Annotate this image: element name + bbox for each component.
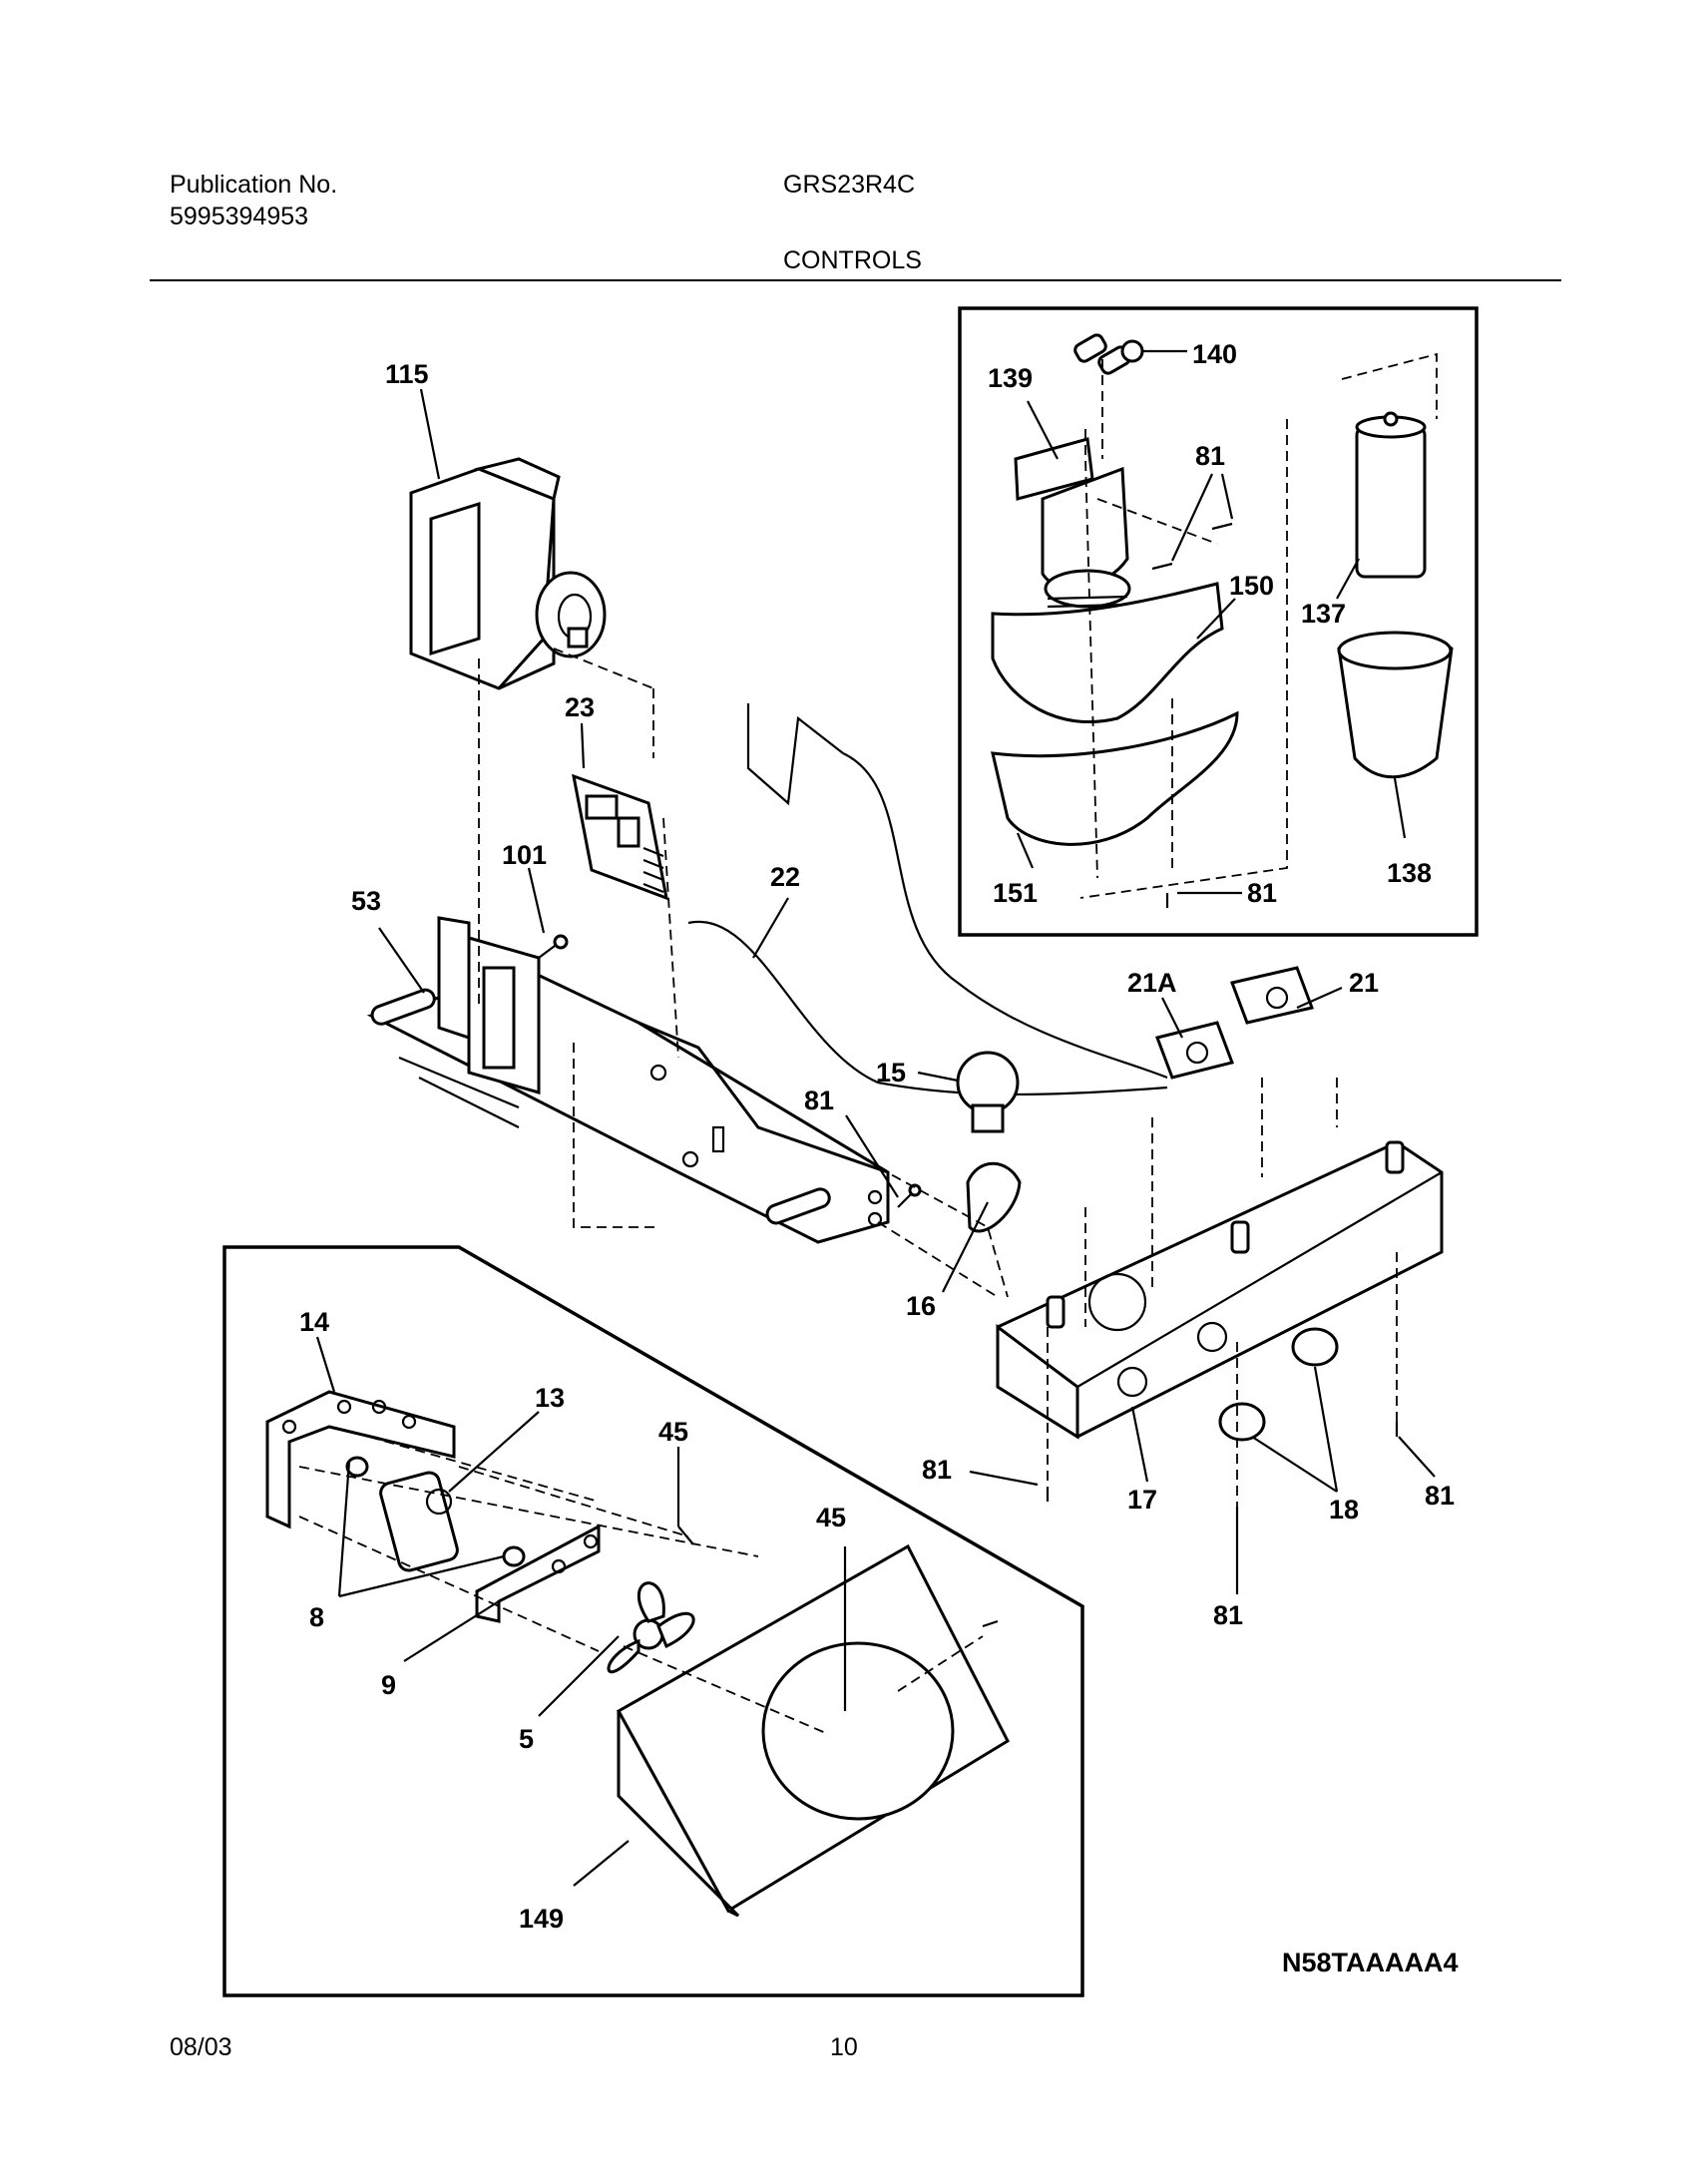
callout-115: 115 [385,359,429,389]
callout-137: 137 [1301,599,1346,629]
callout-5: 5 [519,1724,534,1754]
callout-138: 138 [1387,858,1432,888]
part-16-socket [966,1161,1022,1233]
part-138-filter-bowl [1337,631,1454,779]
section-title: CONTROLS [783,246,922,274]
part-115-housing [409,457,607,690]
part-18-knobs [1218,1327,1339,1442]
part-150-cover-upper [991,582,1224,724]
callout-14: 14 [299,1307,329,1337]
callout-8: 8 [309,1602,324,1632]
callout-81-housing: 81 [804,1086,834,1115]
diagram-code: N58TAAAAA4 [1282,1948,1459,1977]
part-151-cover-lower [991,710,1239,846]
part-53-control-housing [366,916,890,1244]
page-number: 10 [830,2033,858,2061]
part-13-fan-motor [379,1471,459,1572]
part-5-fan-blade [607,1581,695,1674]
part-139-filter-head [1014,437,1131,609]
assembly-dashed-lines [298,352,1438,1735]
part-137-filter-cartridge [1355,411,1427,579]
part-8-grommets [345,1456,526,1567]
callout-150: 150 [1229,571,1274,601]
callout-149: 149 [519,1904,564,1934]
callout-16: 16 [906,1291,936,1321]
callout-81-inset-top: 81 [1195,441,1225,471]
part-140-elbow-fitting [1073,333,1144,375]
callout-labels: 115 23 101 53 22 139 140 81 150 137 138 … [299,339,1455,1934]
part-149-fan-shroud [616,1543,1010,1918]
callout-13: 13 [535,1383,565,1413]
part-23-control-board [572,773,668,901]
part-14-bracket [265,1390,456,1529]
inset-screws [1151,522,1233,908]
callout-45-motor: 45 [658,1417,688,1447]
callout-101: 101 [502,840,547,870]
part-21-switch [1229,966,1315,1025]
filter-inset-frame [958,306,1479,937]
callout-15: 15 [876,1058,906,1088]
callout-22: 22 [770,862,800,892]
callout-139: 139 [988,363,1033,393]
part-101-screw [538,934,569,959]
callout-151: 151 [993,878,1038,908]
callout-9: 9 [381,1670,396,1700]
part-22-capillary [687,703,1168,1096]
callout-45-shroud: 45 [816,1503,846,1532]
fan-inset-frame [222,1245,1084,1997]
callout-81-panel-bottom: 81 [1213,1600,1243,1630]
callout-81-panel-right: 81 [1425,1481,1455,1511]
part-9-motor-bracket [475,1524,601,1623]
footer-date: 08/03 [170,2033,232,2061]
part-15-bulb [956,1051,1020,1133]
publication-label: Publication No. [170,171,338,199]
part-17-control-panel [996,1140,1444,1440]
callout-21a: 21A [1127,968,1177,998]
callout-140: 140 [1192,339,1237,369]
header-rule [150,279,1561,281]
callout-81-panel-left: 81 [922,1455,952,1485]
callout-53: 53 [351,886,381,916]
leader-lines [315,349,1436,1887]
publication-number: 5995394953 [170,203,309,230]
callout-17: 17 [1127,1485,1157,1515]
callout-21: 21 [1349,968,1379,998]
callout-18: 18 [1329,1495,1359,1525]
callout-23: 23 [565,692,595,722]
model-number: GRS23R4C [783,171,915,199]
callout-81-inset-bottom: 81 [1247,878,1277,908]
part-21a-switch [1155,1021,1234,1080]
